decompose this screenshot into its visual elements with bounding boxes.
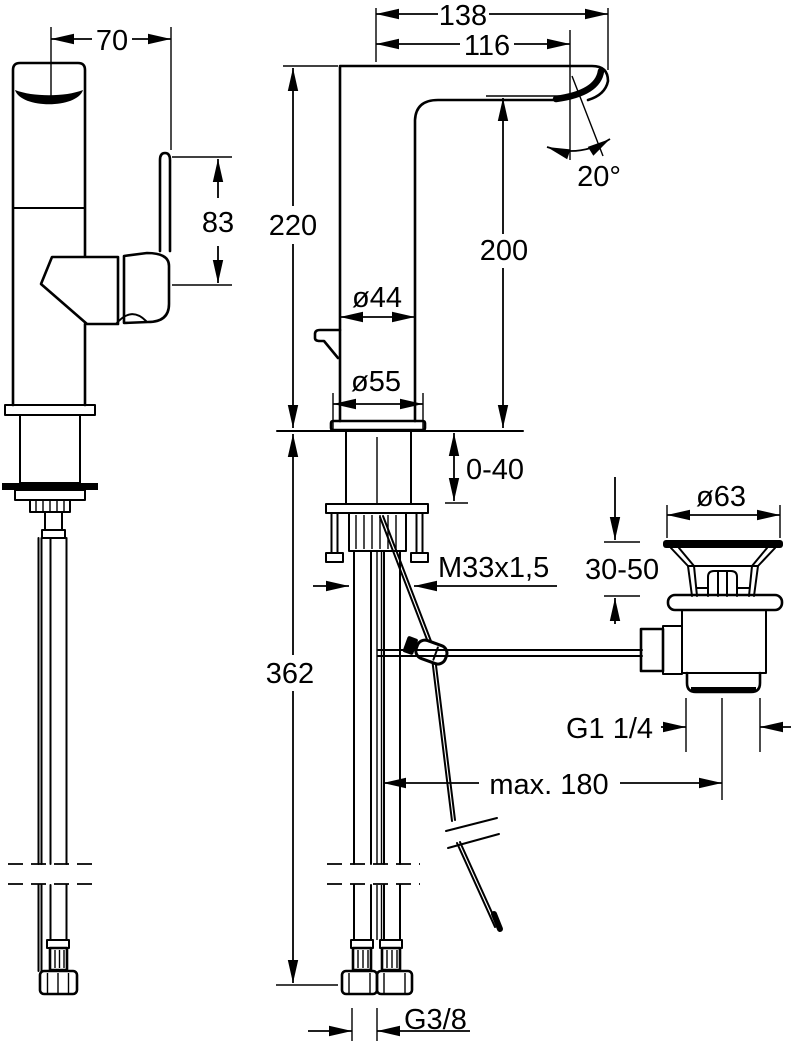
- side-handle-pod: [122, 251, 171, 325]
- linkage-rod-horizontal: [377, 649, 643, 657]
- dim-outlet-g114-label: G1 1/4: [566, 713, 653, 745]
- dim-height-200: 200: [480, 98, 528, 428]
- front-washer: [325, 503, 429, 514]
- waste-tailpiece: [685, 671, 762, 694]
- lift-rod-diagonal: [379, 515, 499, 928]
- dim-clamp-0-40-label: 0-40: [466, 454, 524, 486]
- dim-height-200-label: 200: [480, 235, 528, 267]
- front-nut-flats: [348, 973, 406, 993]
- dim-hose-362-label: 362: [266, 658, 314, 690]
- side-crimp-ribs: [54, 950, 65, 968]
- front-hose-nut-left: [340, 969, 379, 996]
- dim-clamp-0-40: 0-40: [445, 433, 524, 504]
- side-washer: [14, 489, 86, 501]
- front-view: 138 116 20° 220 200 ø44: [266, 0, 722, 1041]
- dim-supply-g38: G3/8: [308, 1004, 470, 1041]
- dim-supply-g38-label: G3/8: [404, 1004, 467, 1036]
- side-body-outline: [11, 61, 87, 407]
- front-clamp-foot-right: [410, 552, 429, 563]
- dim-lever-83: 83: [172, 156, 234, 286]
- dim-lever-83-label: 83: [202, 207, 234, 239]
- front-clamp-bolts: [330, 512, 424, 554]
- dim-base-dia-55-label: ø55: [351, 366, 401, 398]
- side-hose: [49, 537, 68, 941]
- dim-reach-138: 138: [375, 0, 609, 70]
- front-hose-left: [353, 550, 372, 941]
- side-hose-nut: [38, 969, 79, 996]
- dim-outlet-g114: G1 1/4: [566, 698, 791, 752]
- front-pull-rod-vertical: [376, 551, 383, 940]
- waste-body: [681, 609, 767, 674]
- side-handle-grip: [39, 255, 120, 326]
- dim-thread-m33-label: M33x1,5: [438, 552, 549, 584]
- front-shank: [345, 430, 412, 505]
- dim-reach-116-label: 116: [464, 30, 510, 62]
- dim-hose-362: 362: [266, 434, 338, 986]
- dim-flange-dia-63: ø63: [666, 481, 781, 538]
- dim-rod-max-180: max. 180: [383, 769, 722, 801]
- dim-deck-30-50: 30-50: [585, 477, 659, 624]
- side-handle-recess: [115, 313, 147, 325]
- side-lever-blade: [158, 151, 172, 253]
- lift-rod-break-marks: [445, 817, 500, 849]
- dim-angle-20: 20°: [546, 75, 621, 193]
- waste-collar: [666, 593, 784, 612]
- waste-port-inner: [662, 625, 683, 675]
- waste-strainer-walls: [687, 565, 759, 597]
- side-base-flange: [4, 404, 96, 416]
- dim-reach-116: 116: [376, 30, 571, 160]
- front-lever-nub: [313, 328, 342, 360]
- side-deck-bar: [2, 483, 98, 490]
- dim-base-dia-55: ø55: [332, 366, 424, 429]
- front-thread-shank: [348, 512, 407, 552]
- front-clamp-foot-left: [325, 552, 344, 563]
- dim-depth-70: 70: [50, 25, 172, 150]
- side-pull-rod: [37, 537, 43, 972]
- side-base-shank: [19, 414, 81, 484]
- waste-flange-top: [663, 540, 783, 548]
- front-crimp-ribs: [357, 950, 398, 968]
- dim-body-dia-44: ø44: [340, 282, 415, 323]
- front-spout-underside: [413, 98, 558, 423]
- front-hose-nut-right: [375, 969, 414, 996]
- side-stud: [44, 511, 63, 531]
- dim-flange-dia-63-label: ø63: [696, 481, 746, 513]
- lift-rod-tip: [491, 911, 503, 932]
- side-view: 70 83: [2, 25, 234, 996]
- front-spout-tip: [552, 67, 605, 103]
- dim-thread-m33: M33x1,5: [313, 552, 557, 592]
- front-body-outline: [338, 64, 610, 423]
- dim-body-dia-44-label: ø44: [352, 282, 402, 314]
- side-stud-cap: [41, 529, 66, 539]
- waste-plug-stem: [696, 570, 750, 597]
- dim-rod-max-180-label: max. 180: [489, 769, 608, 801]
- side-hose-nut-flats: [46, 973, 70, 993]
- waste-port-cap: [639, 627, 665, 673]
- dim-depth-70-label: 70: [96, 25, 128, 57]
- dim-height-220-label: 220: [269, 210, 317, 242]
- front-escutcheon: [329, 419, 427, 432]
- front-hose-right: [383, 550, 401, 941]
- rod-coupler: [402, 636, 449, 666]
- dim-deck-30-50-label: 30-50: [585, 554, 659, 586]
- waste-funnel: [670, 547, 776, 567]
- dim-angle-20-label: 20°: [577, 161, 621, 193]
- dim-reach-138-label: 138: [439, 0, 487, 32]
- front-thread-ribs: [355, 515, 397, 549]
- waste-assembly: ø63 30-50 G1 1/4: [566, 477, 791, 800]
- dim-height-220: 220: [269, 65, 338, 428]
- side-spout-outlet: [15, 90, 83, 105]
- side-nut-ribs: [35, 501, 65, 511]
